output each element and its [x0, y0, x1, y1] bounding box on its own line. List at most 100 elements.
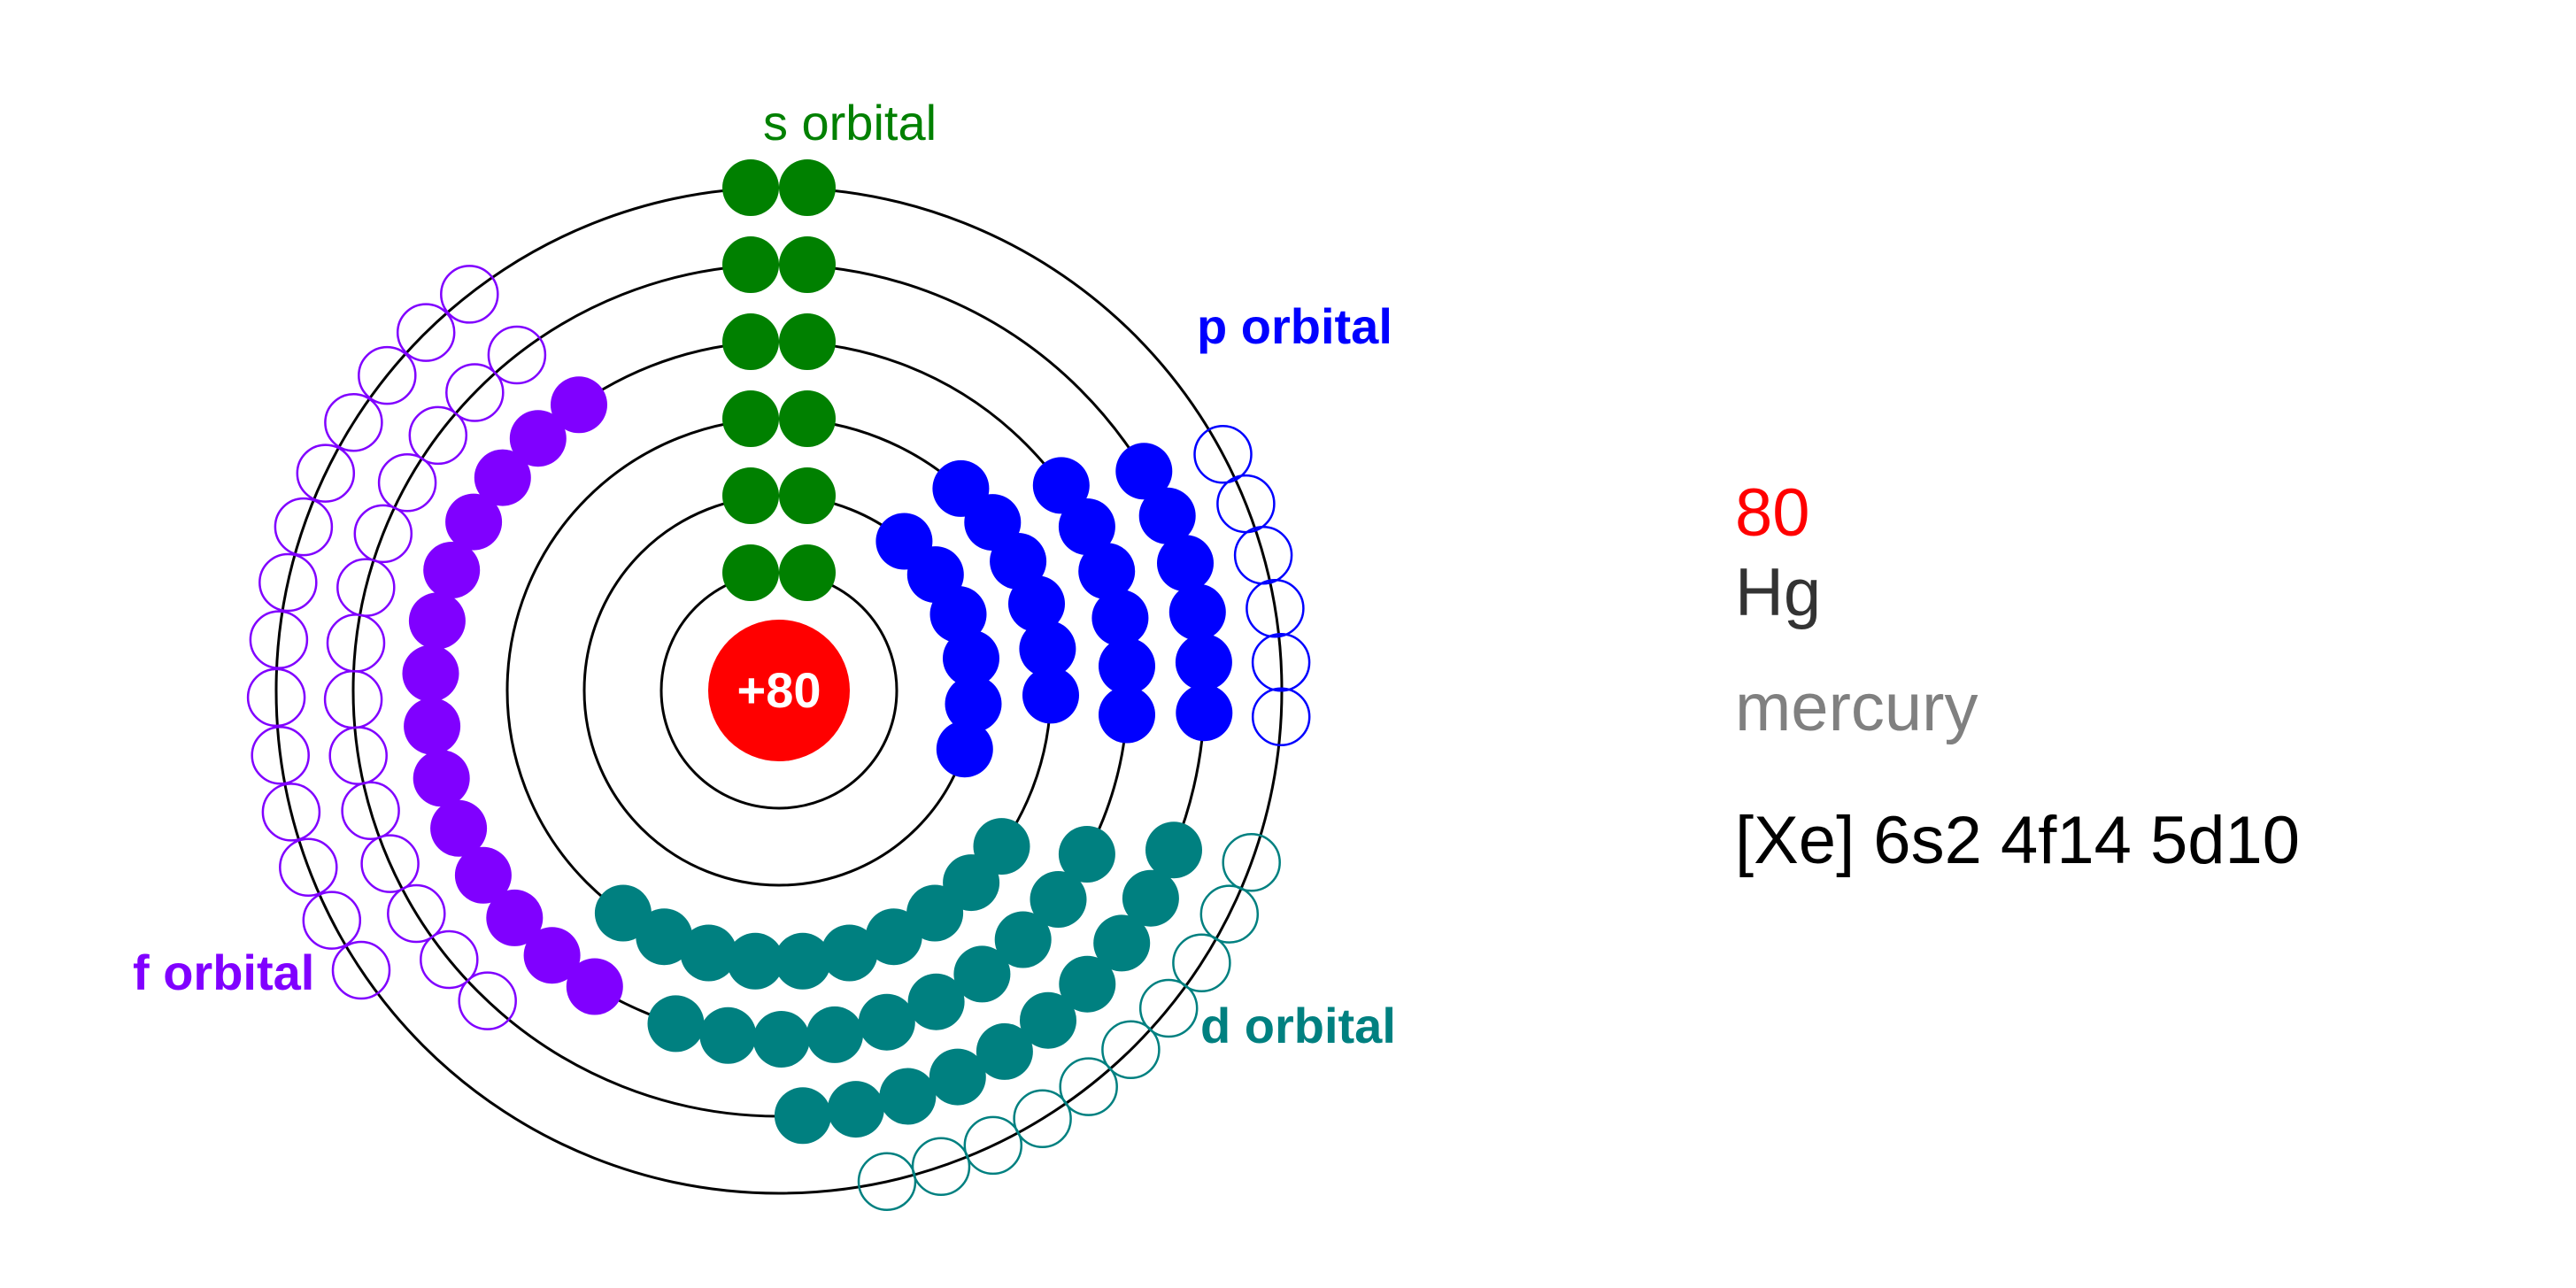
nucleus [708, 620, 850, 761]
s-electron [779, 544, 836, 601]
f-vacancy [279, 837, 338, 898]
f-orbital-label: f orbital [133, 945, 314, 1000]
d-electron [636, 908, 693, 966]
f-vacancy [251, 725, 310, 785]
d-electron [976, 1022, 1033, 1080]
p-electron [1091, 590, 1149, 647]
s-electron [722, 159, 779, 216]
element-info: 80 Hg mercury [Xe] 6s2 4f14 5d10 [1735, 474, 2532, 881]
f-vacancy [420, 929, 479, 990]
f-vacancy [377, 453, 437, 513]
d-electron [1020, 991, 1076, 1049]
d-electron [774, 1087, 831, 1145]
f-vacancy [261, 783, 321, 842]
s-electron [722, 313, 779, 370]
s-electron [779, 313, 836, 370]
f-electron [474, 449, 531, 506]
f-electron [404, 698, 461, 755]
f-electron [430, 799, 488, 857]
d-orbital-label: d orbital [1200, 998, 1396, 1053]
f-electron [509, 410, 567, 467]
d-electron [821, 924, 878, 982]
p-electron [1019, 621, 1076, 677]
p-electron [1058, 498, 1115, 555]
s-electron [722, 390, 779, 447]
d-electron [752, 1011, 810, 1068]
p-vacancy [1246, 578, 1305, 638]
d-electron [1059, 955, 1116, 1013]
f-vacancy [249, 610, 309, 669]
p-vacancy [1251, 633, 1311, 692]
p-electron [929, 586, 987, 643]
d-vacancy [1222, 833, 1281, 892]
f-vacancy [296, 443, 356, 503]
p-electron [1168, 583, 1226, 641]
f-electron [423, 542, 481, 598]
f-electron [454, 846, 512, 904]
d-electron [865, 908, 922, 966]
d-vacancy [1013, 1089, 1072, 1149]
p-vacancy [1193, 425, 1253, 484]
d-electron [907, 973, 965, 1030]
d-vacancy [1059, 1057, 1118, 1116]
f-vacancy [387, 883, 446, 944]
s-orbital-label: s orbital [763, 95, 937, 150]
f-vacancy [302, 891, 362, 950]
f-vacancy [324, 393, 383, 452]
electron-configuration: [Xe] 6s2 4f14 5d10 [1735, 803, 2301, 878]
s-electron [722, 544, 779, 601]
f-vacancy [408, 405, 468, 466]
d-electron [1145, 821, 1202, 879]
f-vacancy [353, 504, 413, 564]
electron-shell-diagram: +80 s orbital p orbital d orbital f orbi… [133, 95, 1396, 1211]
d-electron [727, 932, 784, 990]
d-electron [680, 924, 737, 982]
f-vacancy [360, 834, 420, 893]
s-electron [722, 236, 779, 293]
d-electron [699, 1006, 757, 1064]
d-electron [806, 1006, 863, 1063]
p-electron [1157, 535, 1214, 592]
s-electron [779, 390, 836, 447]
d-electron [906, 884, 964, 942]
d-electron [1122, 869, 1179, 927]
s-electron [779, 467, 836, 524]
p-electron [1175, 634, 1232, 691]
d-electron [994, 911, 1052, 968]
f-vacancy [258, 552, 318, 613]
f-electron [566, 958, 623, 1015]
f-vacancy [246, 667, 306, 728]
p-electron [945, 675, 1002, 733]
f-vacancy [458, 971, 517, 1030]
f-electron [413, 750, 470, 807]
d-electron [647, 995, 705, 1053]
f-electron [523, 927, 581, 984]
d-electron [827, 1081, 884, 1138]
d-vacancy [1172, 933, 1231, 992]
d-vacancy [1138, 978, 1199, 1038]
f-vacancy [396, 303, 456, 362]
p-electron [936, 721, 993, 778]
p-electron [1099, 637, 1155, 695]
d-vacancy [911, 1137, 971, 1196]
d-vacancy [963, 1115, 1023, 1176]
f-electron [402, 644, 459, 702]
element-name: mercury [1735, 670, 1978, 745]
nucleus-charge: +80 [737, 662, 821, 718]
f-vacancy [445, 363, 505, 422]
s-electron [779, 236, 836, 293]
p-electron [1032, 457, 1090, 514]
p-vacancy [1251, 687, 1311, 746]
f-electron [551, 376, 607, 434]
f-electron [408, 592, 466, 650]
d-electron [879, 1068, 937, 1125]
p-electron [1099, 686, 1155, 744]
d-electron [594, 884, 652, 942]
p-electron [943, 629, 999, 687]
f-vacancy [440, 265, 499, 324]
f-electron [445, 493, 503, 551]
d-vacancy [1101, 1020, 1161, 1080]
d-electron [858, 993, 915, 1051]
f-vacancy [274, 497, 334, 557]
d-electron [1058, 826, 1115, 883]
